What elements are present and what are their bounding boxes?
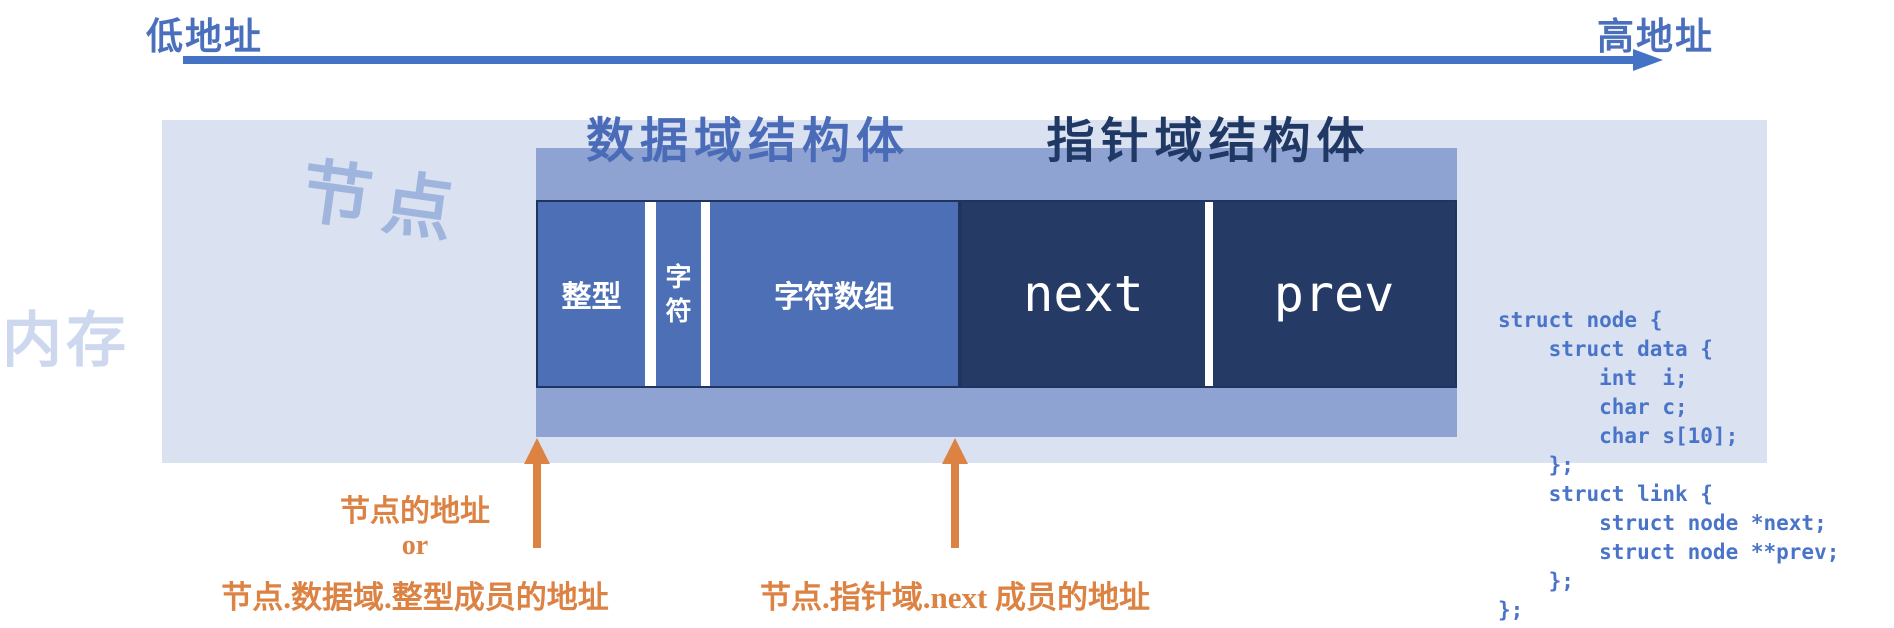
cell-next: next xyxy=(962,202,1205,386)
cell-char-label: 字符 xyxy=(665,262,692,326)
cell-prev: prev xyxy=(1213,202,1455,386)
memory-label: 内存 xyxy=(2,307,130,374)
node-address-arrow-shaft xyxy=(533,462,541,548)
node-address-annotation-line1: 节点的地址 xyxy=(340,495,490,528)
node-address-annotation-or: or xyxy=(401,530,429,561)
next-address-annotation: 节点.指针域.next 成员的地址 xyxy=(759,580,1151,615)
node-address-annotation-line3: 节点.数据域.整型成员的地址 xyxy=(221,580,609,615)
cell-divider xyxy=(701,202,710,386)
cell-divider xyxy=(1205,202,1213,386)
address-axis-arrow-shaft xyxy=(183,56,1635,64)
cell-int: 整型 xyxy=(538,202,645,386)
cell-divider xyxy=(645,202,656,386)
next-address-arrow-head-icon xyxy=(942,438,968,464)
struct-definition-code: struct node { struct data { int i; char … xyxy=(1498,308,1840,622)
pointer-field-cells: next prev xyxy=(960,200,1457,388)
address-axis-arrow-head-icon xyxy=(1633,49,1663,71)
node-address-arrow-head-icon xyxy=(524,438,550,464)
low-address-label: 低地址 xyxy=(146,16,263,57)
data-struct-header: 数据域结构体 xyxy=(585,115,910,168)
cell-char-array: 字符数组 xyxy=(710,202,958,386)
pointer-struct-header: 指针域结构体 xyxy=(1046,115,1371,168)
next-address-arrow-shaft xyxy=(951,462,959,548)
data-field-cells: 整型 字符 字符数组 xyxy=(536,200,960,388)
cell-char: 字符 xyxy=(656,202,701,386)
